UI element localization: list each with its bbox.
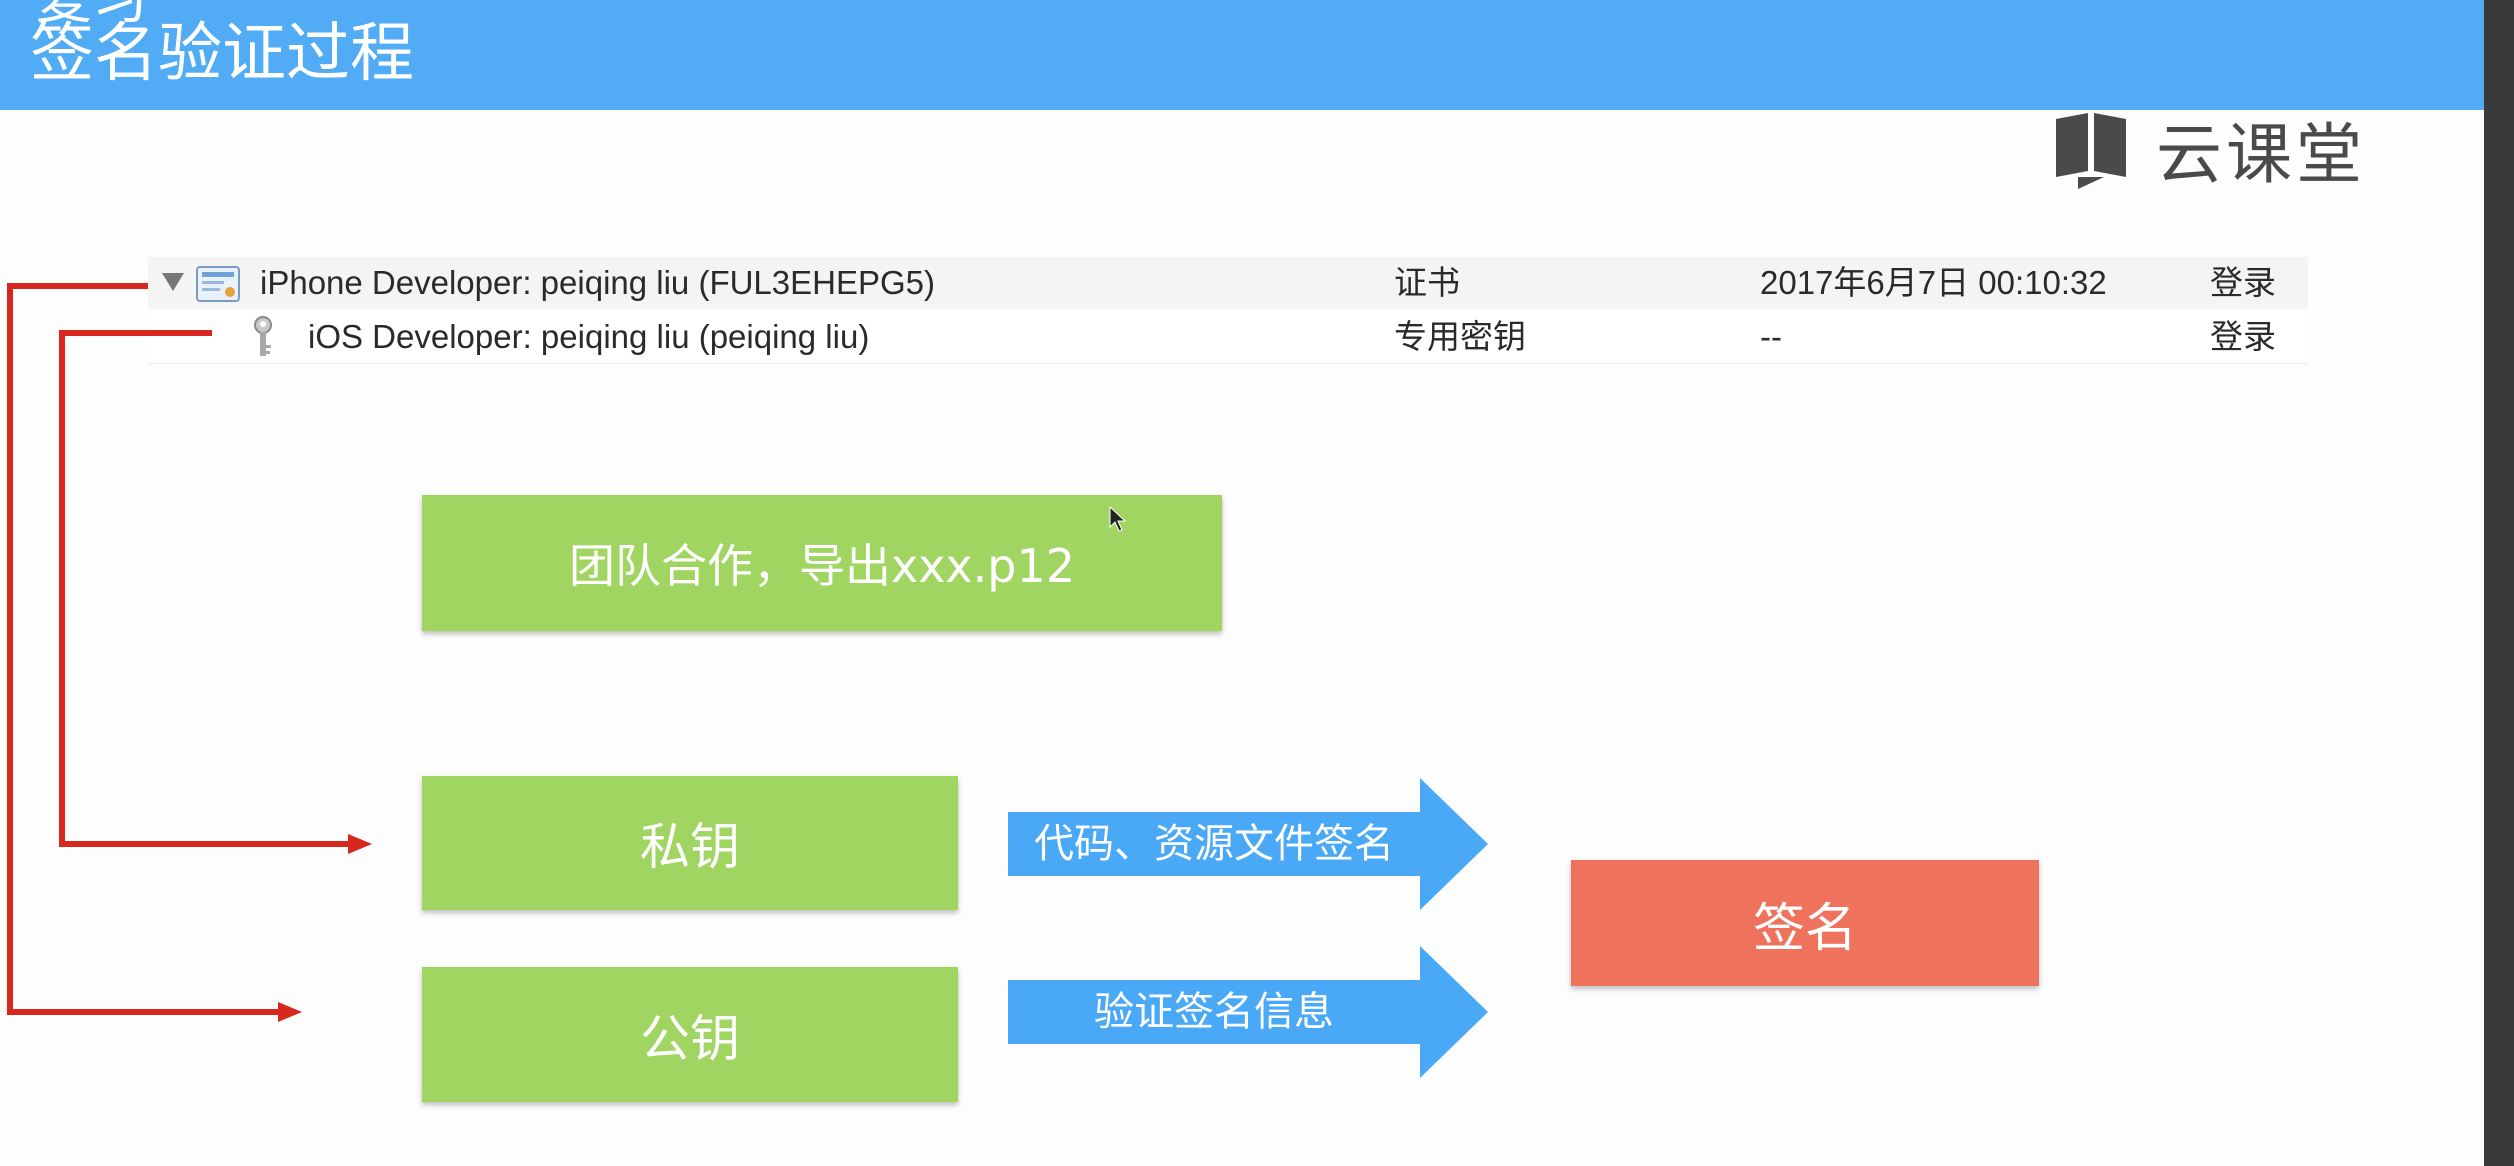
certificate-icon xyxy=(196,266,240,302)
key-kind: 专用密钥 xyxy=(1394,318,1526,355)
cert-name: iPhone Developer: peiqing liu (FUL3EHEPG… xyxy=(260,264,936,301)
keychain-row-private-key[interactable]: iOS Developer: peiqing liu (peiqing liu)… xyxy=(148,311,2308,364)
slide-title: 签名验证过程 xyxy=(30,17,414,91)
export-p12-box: 团队合作，导出xxx.p12 xyxy=(422,495,1222,631)
window-edge xyxy=(2484,0,2514,1166)
book-icon xyxy=(2056,113,2126,189)
key-keychain: 登录 xyxy=(2210,318,2276,355)
red-arrowhead-public xyxy=(278,1002,302,1022)
logo-text: 云课堂 xyxy=(2156,116,2366,193)
private-key-box: 私钥 xyxy=(422,776,958,910)
red-connector-private-key xyxy=(59,330,352,847)
arrow-sign-label: 代码、资源文件签名 xyxy=(1034,821,1394,867)
cert-kind: 证书 xyxy=(1394,264,1460,301)
blue-arrow-sign xyxy=(1008,778,1488,910)
key-date: -- xyxy=(1760,318,1782,355)
cert-date: 2017年6月7日 00:10:32 xyxy=(1760,264,2107,301)
public-key-box: 公钥 xyxy=(422,967,958,1102)
slide-header: 复习 签名验证过程 xyxy=(0,0,2514,110)
brand-logo: 云课堂 xyxy=(2048,104,2366,194)
red-connector-certificate xyxy=(7,283,282,1015)
key-icon xyxy=(254,316,272,356)
keychain-row-certificate[interactable]: iPhone Developer: peiqing liu (FUL3EHEPG… xyxy=(148,257,2308,309)
red-arrowhead-private xyxy=(348,834,372,854)
disclosure-triangle-icon[interactable] xyxy=(160,271,186,293)
signature-box: 签名 xyxy=(1571,860,2039,986)
blue-arrow-verify xyxy=(1008,946,1488,1078)
mouse-cursor-icon xyxy=(1109,505,1127,532)
arrow-verify-label: 验证签名信息 xyxy=(1094,989,1334,1035)
cert-keychain: 登录 xyxy=(2210,264,2276,301)
key-name: iOS Developer: peiqing liu (peiqing liu) xyxy=(308,318,870,355)
header-top-text: 复习 xyxy=(36,0,148,30)
